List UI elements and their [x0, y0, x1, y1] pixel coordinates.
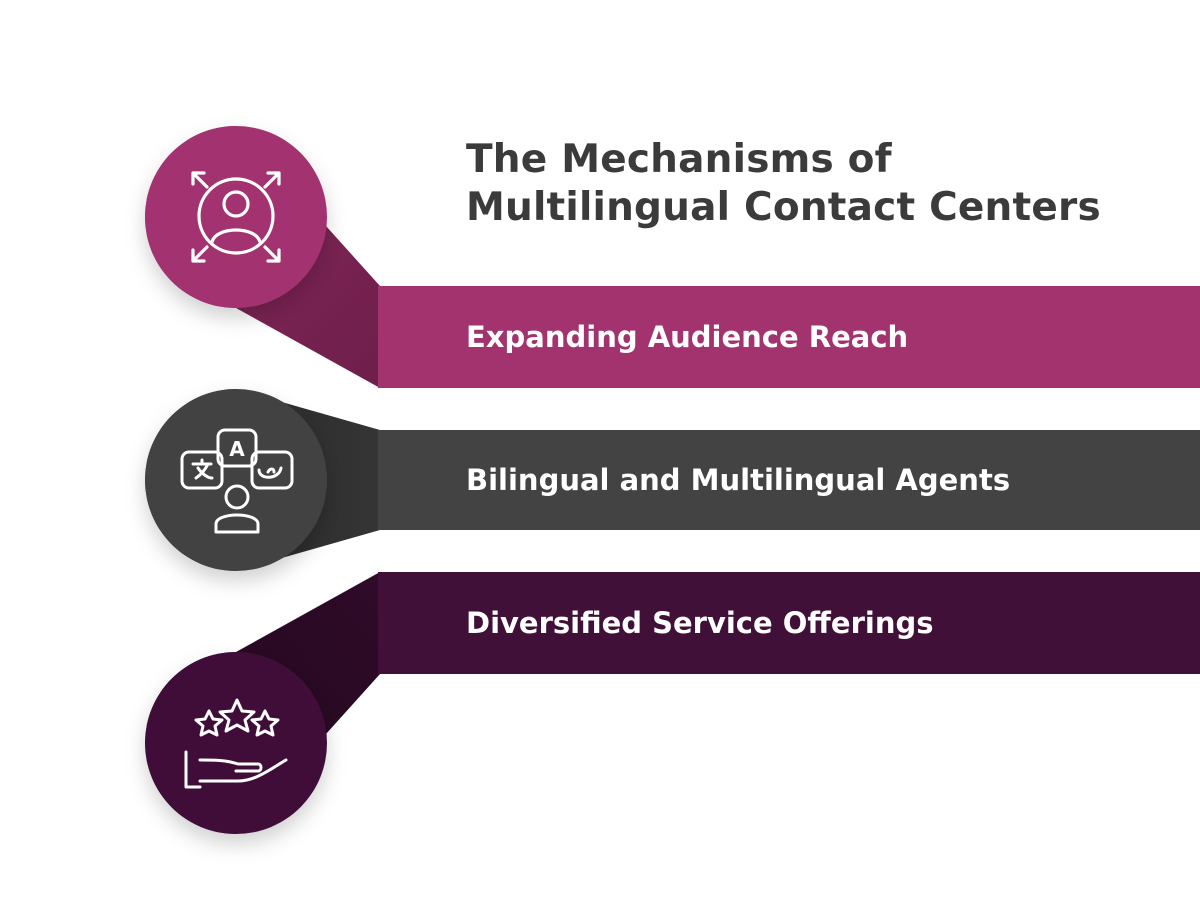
item-label-diversified-service-offerings: Diversified Service Offerings — [466, 606, 934, 640]
band-2-circle — [145, 389, 327, 571]
title-line-2: Multilingual Contact Centers — [466, 185, 1101, 230]
audience-expand-icon — [191, 171, 281, 263]
band-3-bar — [378, 572, 1200, 674]
service-stars-icon — [184, 698, 288, 789]
band-2-bar — [378, 430, 1200, 530]
band-1-bar — [378, 286, 1200, 388]
item-label-expanding-audience-reach: Expanding Audience Reach — [466, 320, 909, 354]
band-3-circle — [145, 652, 327, 834]
item-label-bilingual-multilingual-agents: Bilingual and Multilingual Agents — [466, 463, 1011, 497]
language-agent-icon — [180, 428, 294, 534]
icon-letter-a: A — [229, 437, 245, 461]
diagram-title: The Mechanisms of Multilingual Contact C… — [466, 136, 1166, 232]
title-line-1: The Mechanisms of — [466, 137, 892, 182]
